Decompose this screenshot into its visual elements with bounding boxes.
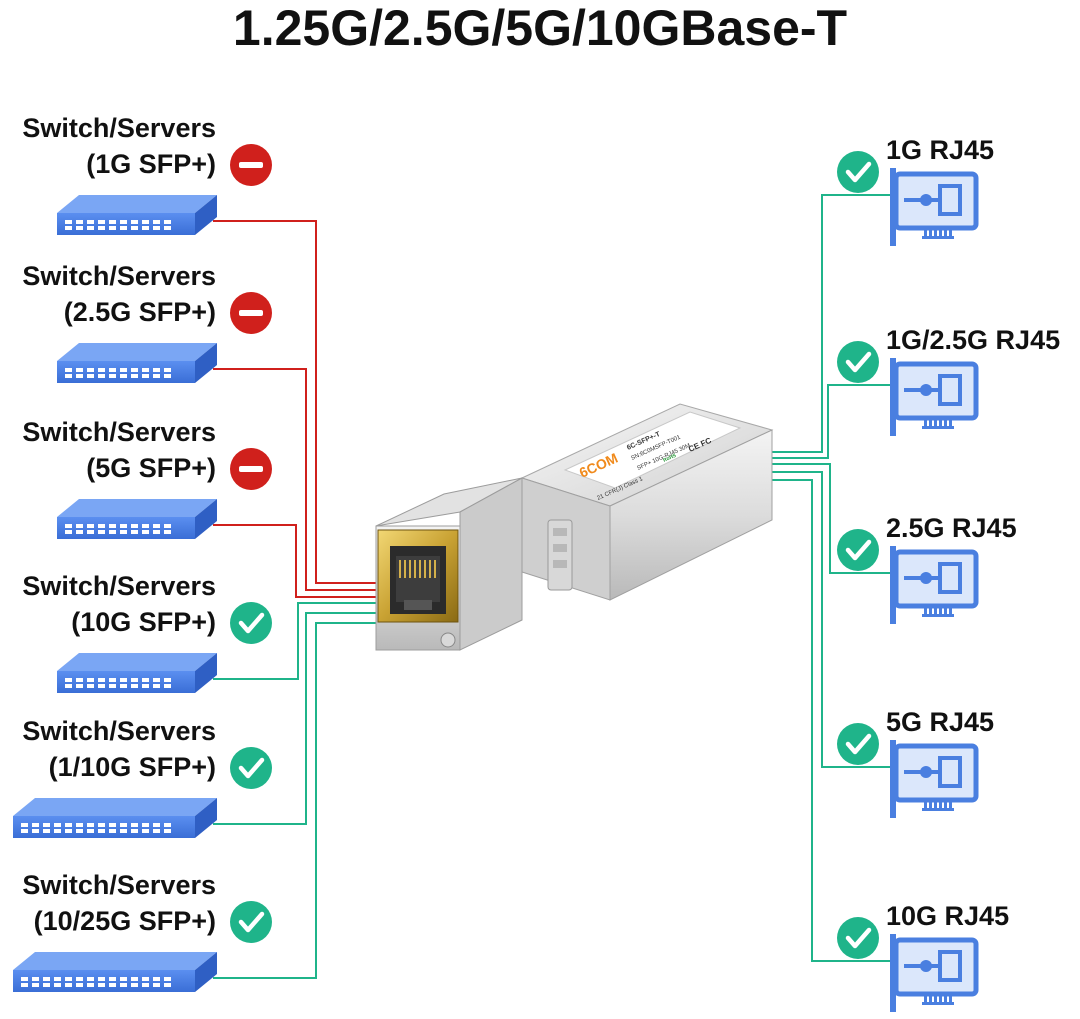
module-label <box>563 411 742 489</box>
left-device-speed: (2.5G SFP+) <box>64 297 216 327</box>
right-device-label: 10G RJ45 <box>886 901 1009 931</box>
check-icon <box>837 341 879 383</box>
left-device-title: Switch/Servers <box>22 261 216 291</box>
minus-icon <box>230 292 272 334</box>
sfp-module: 6COM 6C-SFP+-T SN:6C0MSFP-T001 SFP+ 10G-… <box>375 403 774 651</box>
check-icon <box>837 723 879 765</box>
network-card-icon <box>890 358 979 436</box>
module-front-face <box>609 429 773 601</box>
right-device-label: 2.5G RJ45 <box>886 513 1017 543</box>
right-wire-1 <box>772 194 892 453</box>
right-device-2: 1G/2.5G RJ45 <box>837 325 1060 436</box>
left-device-3: Switch/Servers (5G SFP+) <box>22 417 272 539</box>
check-icon <box>837 917 879 959</box>
left-device-speed: (1/10G SFP+) <box>49 752 216 782</box>
rj45-pins <box>399 560 436 578</box>
left-device-title: Switch/Servers <box>22 417 216 447</box>
left-devices: Switch/Servers (1G SFP+) Switch/Servers (2.… <box>13 113 272 992</box>
right-device-1: 1G RJ45 <box>837 135 994 246</box>
right-device-4: 5G RJ45 <box>837 707 994 818</box>
network-card-icon <box>890 546 979 624</box>
check-icon <box>837 529 879 571</box>
left-wire-2 <box>213 368 378 591</box>
check-icon <box>230 602 272 644</box>
left-device-2: Switch/Servers (2.5G SFP+) <box>22 261 272 383</box>
left-device-5: Switch/Servers (1/10G SFP+) <box>13 716 272 838</box>
right-device-5: 10G RJ45 <box>837 901 1009 1012</box>
network-switch-icon <box>13 952 217 992</box>
check-icon <box>230 747 272 789</box>
left-wire-3 <box>213 524 378 598</box>
check-icon <box>230 901 272 943</box>
right-device-label: 5G RJ45 <box>886 707 994 737</box>
rj45-screw <box>440 632 456 648</box>
right-wire-5 <box>772 479 892 962</box>
network-card-icon <box>890 740 979 818</box>
left-device-speed: (10G SFP+) <box>71 607 216 637</box>
module-rohs: RoHS <box>662 453 677 464</box>
network-card-icon <box>890 934 979 1012</box>
right-device-3: 2.5G RJ45 <box>837 513 1017 624</box>
right-wire-2 <box>772 384 892 459</box>
right-device-label: 1G/2.5G RJ45 <box>886 325 1060 355</box>
left-wire-4 <box>213 602 378 680</box>
right-devices: 1G RJ45 1G/2.5G RJ45 2.5G RJ45 5G RJ45 10G R… <box>837 135 1060 1012</box>
left-wire-5 <box>213 612 378 825</box>
left-device-1: Switch/Servers (1G SFP+) <box>22 113 272 235</box>
left-device-title: Switch/Servers <box>22 716 216 746</box>
network-switch-icon <box>57 343 217 383</box>
left-device-title: Switch/Servers <box>22 113 216 143</box>
left-device-6: Switch/Servers (10/25G SFP+) <box>13 870 272 992</box>
network-card-icon <box>890 168 979 246</box>
minus-icon <box>230 448 272 490</box>
right-wire-4 <box>772 471 892 768</box>
left-device-speed: (5G SFP+) <box>86 453 216 483</box>
minus-icon <box>230 144 272 186</box>
left-wire-6 <box>213 622 378 979</box>
network-switch-icon <box>57 499 217 539</box>
right-wire-3 <box>772 463 892 574</box>
left-device-title: Switch/Servers <box>22 571 216 601</box>
right-device-label: 1G RJ45 <box>886 135 994 165</box>
diagram-title: 1.25G/2.5G/5G/10GBase-T <box>232 0 848 56</box>
left-device-title: Switch/Servers <box>22 870 216 900</box>
check-icon <box>837 151 879 193</box>
wires-layer <box>213 194 892 979</box>
left-device-speed: (10/25G SFP+) <box>34 906 216 936</box>
network-switch-icon <box>13 798 217 838</box>
left-wire-1 <box>213 220 378 584</box>
left-device-speed: (1G SFP+) <box>86 149 216 179</box>
network-switch-icon <box>57 653 217 693</box>
network-switch-icon <box>57 195 217 235</box>
module-latch <box>547 519 573 591</box>
left-device-4: Switch/Servers (10G SFP+) <box>22 571 272 693</box>
